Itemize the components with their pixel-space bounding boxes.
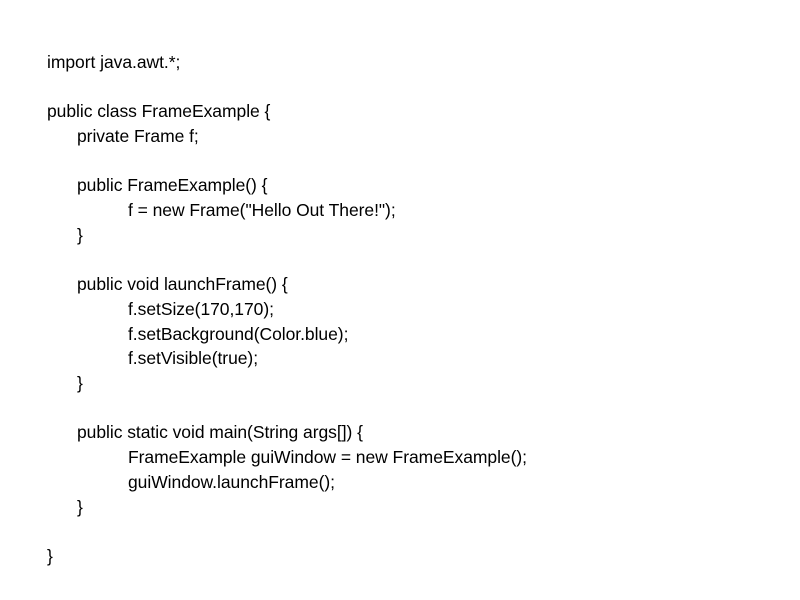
java-code-listing: import java.awt.*; public class FrameExam…	[0, 50, 800, 569]
code-line: }	[77, 224, 83, 245]
code-line: f.setVisible(true);	[128, 348, 259, 369]
code-line: }	[77, 496, 83, 517]
code-line: public void launchFrame() {	[77, 274, 288, 295]
code-line: import java.awt.*;	[47, 52, 181, 72]
code-blank-line	[0, 519, 800, 544]
code-line: FrameExample guiWindow = new FrameExampl…	[128, 447, 527, 468]
code-blank-line	[0, 248, 800, 273]
code-line: f = new Frame("Hello Out There!");	[128, 200, 396, 221]
code-line: }	[47, 545, 53, 566]
code-blank-line	[0, 149, 800, 174]
code-line: public class FrameExample {	[47, 101, 271, 122]
code-line: f.setBackground(Color.blue);	[128, 323, 349, 344]
code-line: private Frame f;	[77, 126, 199, 147]
code-line: }	[77, 373, 83, 394]
code-blank-line	[0, 75, 800, 100]
code-line: public FrameExample() {	[77, 175, 268, 196]
code-line: public static void main(String args[]) {	[77, 422, 363, 443]
code-blank-line	[0, 396, 800, 421]
code-line: f.setSize(170,170);	[128, 298, 274, 319]
code-line: guiWindow.launchFrame();	[128, 471, 335, 492]
